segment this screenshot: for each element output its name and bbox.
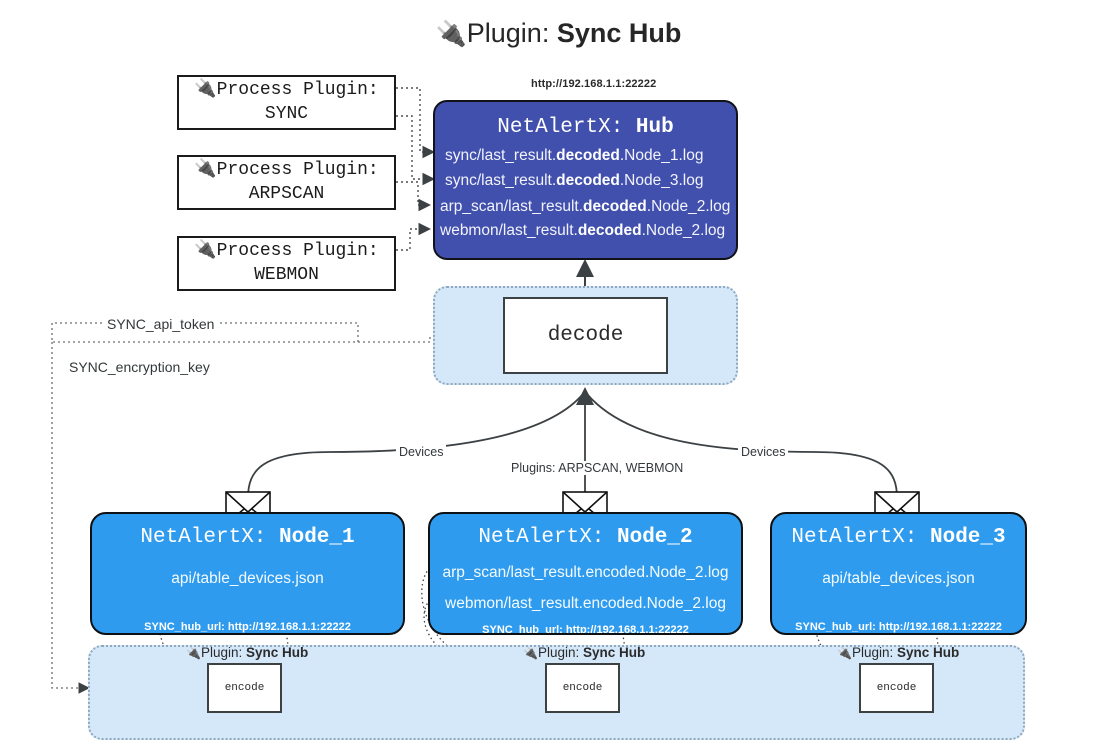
hub-title-name: Hub [635,116,674,139]
encoder2-plugin-name: Sync Hub [582,645,646,660]
process-plugin-sync-line1: 🔌Process Plugin: [194,80,379,101]
encode-box-node2[interactable]: encode [545,663,620,713]
hub-log-line-3: arp_scan/last_result.decoded.Node_2.log [440,198,730,216]
encoder1-plugin-name: Sync Hub [245,645,309,660]
node-box-node2[interactable]: NetAlertX: Node_2 arp_scan/last_result.e… [428,512,743,635]
encoder1-plugin-prefix: Plugin: [200,645,246,660]
decode-box[interactable]: decode [503,297,668,374]
wire-key-to-encoders [51,342,90,694]
encode2-label: encode [562,682,603,694]
process-plugin-sync-line2: SYNC [264,103,309,124]
node3-title: NetAlertX: Node_3 [772,526,1025,549]
process-plugin-webmon-line1: 🔌Process Plugin: [194,241,379,262]
hub-log2-post: .Node_3.log [619,172,704,189]
hub-log-line-4: webmon/last_result.decoded.Node_2.log [440,222,725,240]
node3-hub-url: SYNC_hub_url: http://192.168.1.1:22222 [772,621,1025,633]
node1-title: NetAlertX: Node_1 [92,526,403,549]
process-plugin-arpscan-line1: 🔌Process Plugin: [194,160,379,181]
node2-title-name: Node_2 [617,526,693,549]
secret-label-api-token: SYNC_api_token [104,316,218,332]
hub-log4-post: .Node_2.log [641,222,726,239]
wire-sync-to-log2 [396,115,436,186]
wire-webmon-to-log4 [396,222,432,251]
node1-hub-url-value: http://192.168.1.1:22222 [227,621,351,633]
process-plugin-sync[interactable]: 🔌Process Plugin: SYNC [177,75,396,130]
plug-icon-encoder1: 🔌 [186,646,201,660]
node3-hub-url-key: SYNC_hub_url: [795,621,879,633]
node1-hub-url: SYNC_hub_url: http://192.168.1.1:22222 [92,621,403,633]
node3-hub-url-value: http://192.168.1.1:22222 [878,621,1002,633]
hub-log-line-2: sync/last_result.decoded.Node_3.log [445,172,703,190]
page-title-prefix: Plugin: [466,18,557,48]
wire-sync-to-log1 [396,87,436,159]
hub-log2-mid: decoded [556,172,620,189]
encode3-label: encode [876,682,917,694]
encode-box-node3[interactable]: encode [859,663,934,713]
node1-title-prefix: NetAlertX: [140,526,279,549]
hub-log-line-1: sync/last_result.decoded.Node_1.log [445,147,703,165]
hub-log4-pre: webmon/last_result. [440,222,578,239]
node2-line-2: webmon/last_result.encoded.Node_2.log [445,595,726,612]
encoder1-plugin-label: 🔌Plugin: Sync Hub [186,645,308,660]
hub-log2-pre: sync/last_result. [445,172,557,189]
encode1-label: encode [224,682,265,694]
node2-line-1: arp_scan/last_result.encoded.Node_2.log [442,564,729,581]
node1-hub-url-key: SYNC_hub_url: [144,621,228,633]
hub-title-prefix: NetAlertX: [497,116,636,139]
page-title-name: Sync Hub [556,18,682,48]
process-plugin-arpscan[interactable]: 🔌Process Plugin: ARPSCAN [177,155,396,210]
hub-title: NetAlertX: Hub [435,116,736,139]
node2-hub-url-value: http://192.168.1.1:22222 [565,624,689,635]
node-box-node3[interactable]: NetAlertX: Node_3 api/table_devices.json… [770,512,1027,635]
hub-log1-post: .Node_1.log [619,147,704,164]
page-title: 🔌Plugin: Sync Hub [0,18,1117,49]
hub-log1-mid: decoded [556,147,620,164]
encoder3-plugin-label: 🔌Plugin: Sync Hub [837,645,959,660]
hub-box[interactable]: NetAlertX: Hub sync/last_result.decoded.… [433,100,738,260]
hub-url-label: http://192.168.1.1:22222 [531,78,657,90]
node2-hub-url-key: SYNC_hub_url: [482,624,566,635]
plug-icon-encoder2: 🔌 [523,646,538,660]
plug-icon: 🔌 [435,20,467,48]
process-plugin-arpscan-line2: ARPSCAN [248,183,325,204]
node-box-node1[interactable]: NetAlertX: Node_1 api/table_devices.json… [90,512,405,635]
encoder2-plugin-prefix: Plugin: [537,645,583,660]
wire-arpscan-to-log3 [396,181,432,212]
node3-title-prefix: NetAlertX: [791,526,930,549]
node1-title-name: Node_1 [279,526,355,549]
plug-icon-encoder3: 🔌 [837,646,852,660]
edge-label-devices-left: Devices [396,445,447,459]
edge-label-plugins-center: Plugins: ARPSCAN, WEBMON [508,461,687,475]
decode-label: decode [547,324,624,347]
node2-title: NetAlertX: Node_2 [430,526,741,549]
node2-title-prefix: NetAlertX: [478,526,617,549]
node2-hub-url: SYNC_hub_url: http://192.168.1.1:22222 [430,624,741,635]
hub-log1-pre: sync/last_result. [445,147,557,164]
encoder3-plugin-prefix: Plugin: [851,645,897,660]
node3-title-name: Node_3 [930,526,1006,549]
encoder2-plugin-label: 🔌Plugin: Sync Hub [523,645,645,660]
process-plugin-webmon-line2: WEBMON [254,264,319,285]
hub-log4-mid: decoded [577,222,642,239]
node3-line-1: api/table_devices.json [822,570,975,587]
node1-line-1: api/table_devices.json [171,570,324,587]
hub-log3-pre: arp_scan/last_result. [440,198,584,215]
encoder3-plugin-name: Sync Hub [896,645,960,660]
encode-box-node1[interactable]: encode [207,663,282,713]
hub-log3-post: .Node_2.log [646,198,731,215]
secret-label-encryption-key: SYNC_encryption_key [66,359,213,375]
process-plugin-webmon[interactable]: 🔌Process Plugin: WEBMON [177,236,396,291]
hub-log3-mid: decoded [583,198,647,215]
edge-label-devices-right: Devices [738,445,789,459]
